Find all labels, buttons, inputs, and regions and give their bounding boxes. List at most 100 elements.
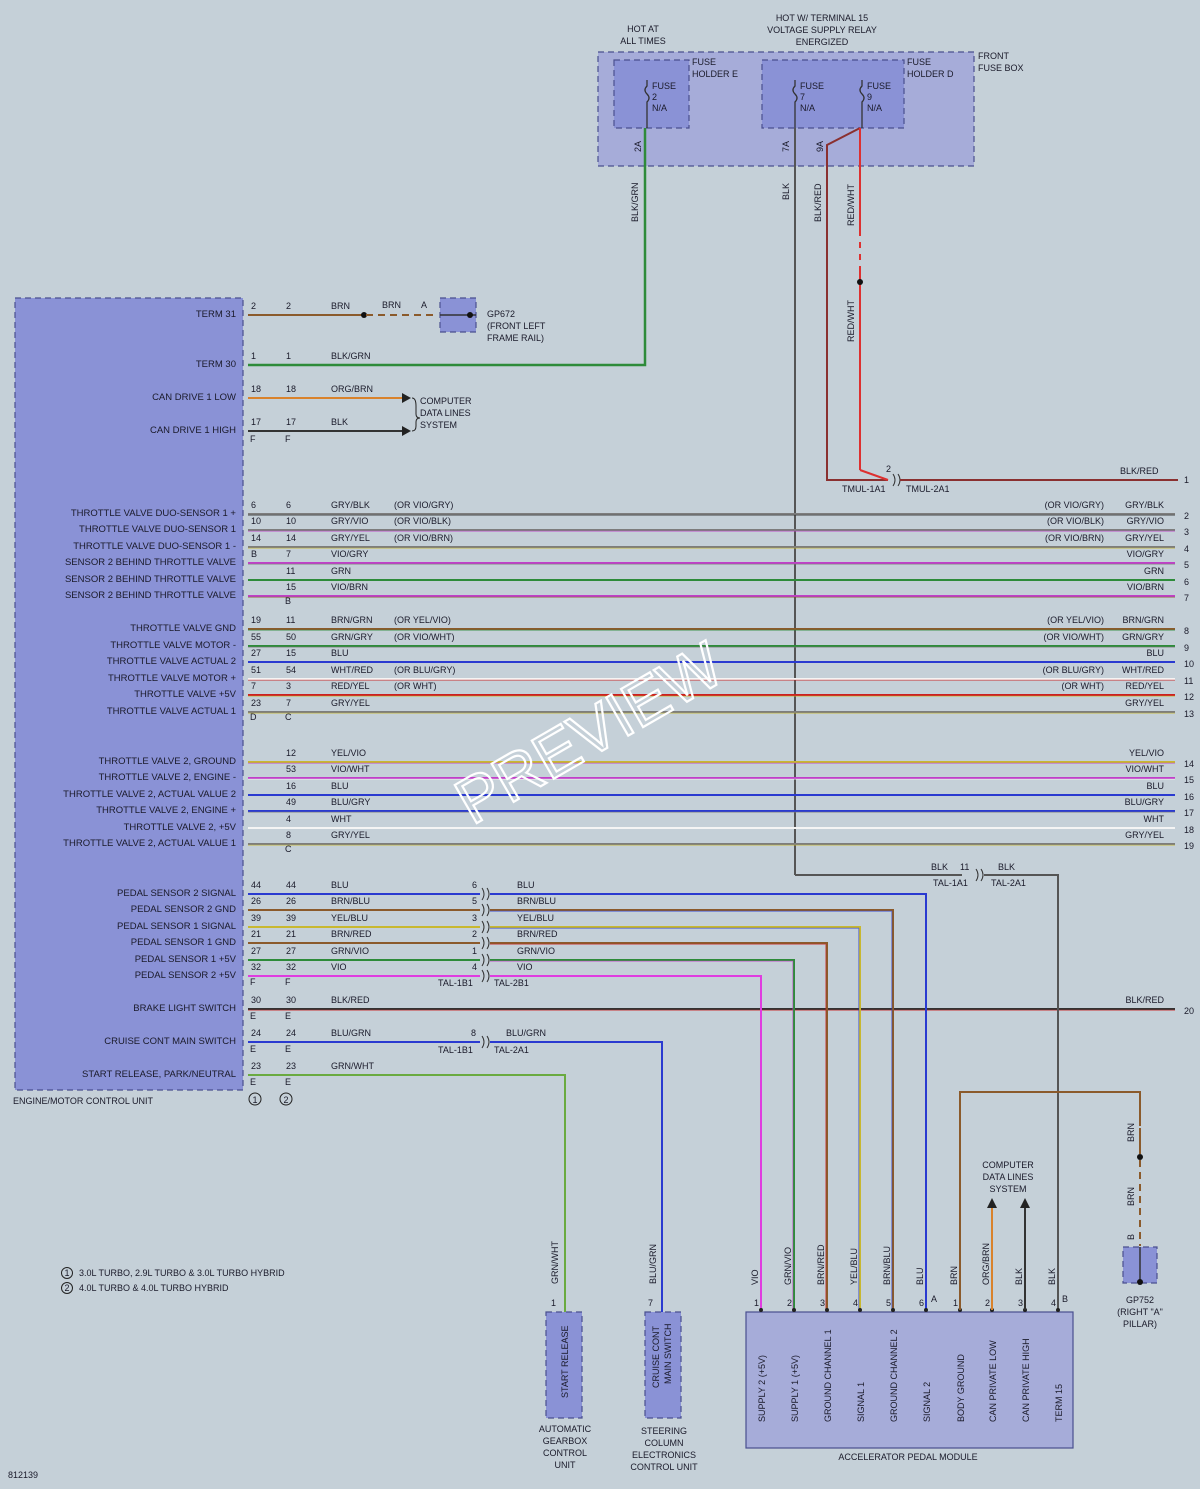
footnote-marker-2-icon [279, 1092, 293, 1106]
cdls-top-l2: DATA LINES [420, 408, 471, 418]
ecu-wire-label: GRN [331, 566, 351, 576]
wire-blk-grn-label: BLK/GRN [630, 182, 640, 222]
apm-pin-terminal [924, 1308, 928, 1312]
ecu-wire-label: BRN/RED [331, 929, 372, 939]
apm-pin-num: 4 [853, 1298, 858, 1308]
ecu-row-label: PEDAL SENSOR 1 +5V [135, 954, 237, 965]
conn-e6: E [285, 1077, 291, 1087]
conn-b2: B [285, 596, 291, 606]
footnote-marker-1-icon [248, 1092, 262, 1106]
holder-e-label2: HOLDER E [692, 69, 738, 79]
ecu-wire-label: BLU [331, 880, 349, 890]
ecu-pin2: 21 [286, 929, 296, 939]
ecu-pin1: 7 [251, 681, 256, 691]
ecu-right-wire: BLK/RED [1125, 995, 1164, 1005]
ecu-row-label: THROTTLE VALVE 2, ENGINE + [96, 805, 236, 816]
apm-pin-label: BODY GROUND [956, 1354, 966, 1422]
apm-pin-wire: BRN/BLU [882, 1246, 892, 1285]
cruise-cp: 8 [471, 1028, 476, 1038]
ecu-wire-label: GRY/VIO [331, 516, 368, 526]
ecu-pin1: 44 [251, 880, 261, 890]
pedal-conn-wire: GRN/VIO [517, 946, 555, 956]
apm-pin-num: 3 [1018, 1298, 1023, 1308]
apm-pin-label: GROUND CHANNEL 2 [889, 1329, 899, 1422]
ecu-right-wire: VIO/WHT [1126, 764, 1165, 774]
pedal-conn-pin: 3 [472, 913, 477, 923]
apm-pin-terminal [891, 1308, 895, 1312]
ecu-right-wire: BLU/GRY [1125, 797, 1164, 807]
ecu-row-label: START RELEASE, PARK/NEUTRAL [82, 1069, 236, 1080]
ecu-row-label: SENSOR 2 BEHIND THROTTLE VALVE [65, 574, 236, 585]
ecu-row-num: 16 [1184, 792, 1194, 802]
ecu-row-label: THROTTLE VALVE ACTUAL 1 [107, 706, 236, 717]
ecu-right-alt: (OR WHT) [1062, 681, 1105, 691]
agcu-label: START RELEASE [560, 1325, 570, 1398]
ecu-pin2: 15 [286, 648, 296, 658]
fuse7-pin: 7A [781, 141, 791, 152]
gp752-l2: (RIGHT "A" [1117, 1307, 1163, 1317]
ecu-row-num: 9 [1184, 643, 1189, 653]
ecu-pin2: 24 [286, 1028, 296, 1038]
ecu-row-label: THROTTLE VALVE MOTOR + [108, 673, 236, 684]
ecu-pin2: 30 [286, 995, 296, 1005]
apm-pin-num: 3 [820, 1298, 825, 1308]
tal-top-pin: 11 [960, 862, 969, 872]
cruise-cw: BLU/GRN [506, 1028, 546, 1038]
ecu-right-wire: GRN [1144, 566, 1164, 576]
conn-c1: C [285, 712, 292, 722]
ecu-pin2: 39 [286, 913, 296, 923]
ecu-wire-label: VIO [331, 962, 347, 972]
ecu-right-wire: GRN/GRY [1122, 632, 1164, 642]
fuse9-l1: FUSE [867, 81, 891, 91]
cdls-top-l3: SYSTEM [420, 420, 457, 430]
conn-f1: F [250, 434, 256, 444]
gp672-l3: FRAME RAIL) [487, 333, 544, 343]
ecu-row-num: 2 [1184, 511, 1189, 521]
scecu-label2: MAIN SWITCH [663, 1324, 673, 1385]
apm-conn-a: A [931, 1294, 937, 1304]
ecu-right-wire: BLU [1146, 781, 1164, 791]
pedal-conn-pin: 1 [472, 946, 477, 956]
ecu-pin1: 6 [251, 500, 256, 510]
ecu-right-wire: BRN/GRN [1122, 615, 1164, 625]
ecu-pin2: 11 [286, 615, 295, 625]
apm-pin-terminal [792, 1308, 796, 1312]
ecu-wire-alt: (OR VIO/GRY) [394, 500, 453, 510]
ecu-row-label: PEDAL SENSOR 2 +5V [135, 970, 237, 981]
wire-blk-grn [248, 128, 647, 367]
hot-always-line1: HOT AT [627, 24, 659, 34]
ecu-pin1: 55 [251, 632, 261, 642]
fuse7-symbol-icon [792, 80, 798, 128]
pedal-connector-icon [481, 903, 490, 917]
ecu-pin1: 32 [251, 962, 261, 972]
tmul-num: 1 [1184, 475, 1189, 485]
pedal-conn-wire: YEL/BLU [517, 913, 554, 923]
ecu-row-num: 6 [1184, 577, 1189, 587]
ecu-pin1: 18 [251, 384, 261, 394]
ecu-wire-label: BLU/GRY [331, 797, 370, 807]
ecu-row-num: 15 [1184, 775, 1194, 785]
ecu-wire-label: YEL/VIO [331, 748, 366, 758]
apm-pin-wire: BLK [1014, 1268, 1024, 1285]
wire-pedal-right [490, 926, 861, 1310]
splice-term31 [361, 312, 367, 318]
apm-pin-wire: BLU [915, 1267, 925, 1285]
holder-d-label2: HOLDER D [907, 69, 954, 79]
apm-pin-label: SIGNAL 1 [856, 1382, 866, 1422]
automatic-gearbox-control-unit [545, 1311, 583, 1419]
wire-cruise-right [490, 1041, 663, 1312]
wire-pedal-right [490, 942, 828, 1310]
ecu-pin2: 11 [286, 566, 295, 576]
apm-pin-num: 2 [787, 1298, 792, 1308]
ecu-foot1: 1 [252, 1095, 257, 1105]
ecu-wire-label: YEL/BLU [331, 913, 368, 923]
ecu-right-alt: (OR VIO/GRY) [1045, 500, 1104, 510]
ecu-pin1: 2 [251, 301, 256, 311]
ecu-right-wire: GRY/VIO [1127, 516, 1164, 526]
hot-t15-line1: HOT W/ TERMINAL 15 [776, 13, 868, 23]
conn-e1: E [250, 1011, 256, 1021]
ecu-pin2: 18 [286, 384, 296, 394]
cruise-connector-icon [481, 1035, 490, 1049]
apm-pin-num: 5 [886, 1298, 891, 1308]
